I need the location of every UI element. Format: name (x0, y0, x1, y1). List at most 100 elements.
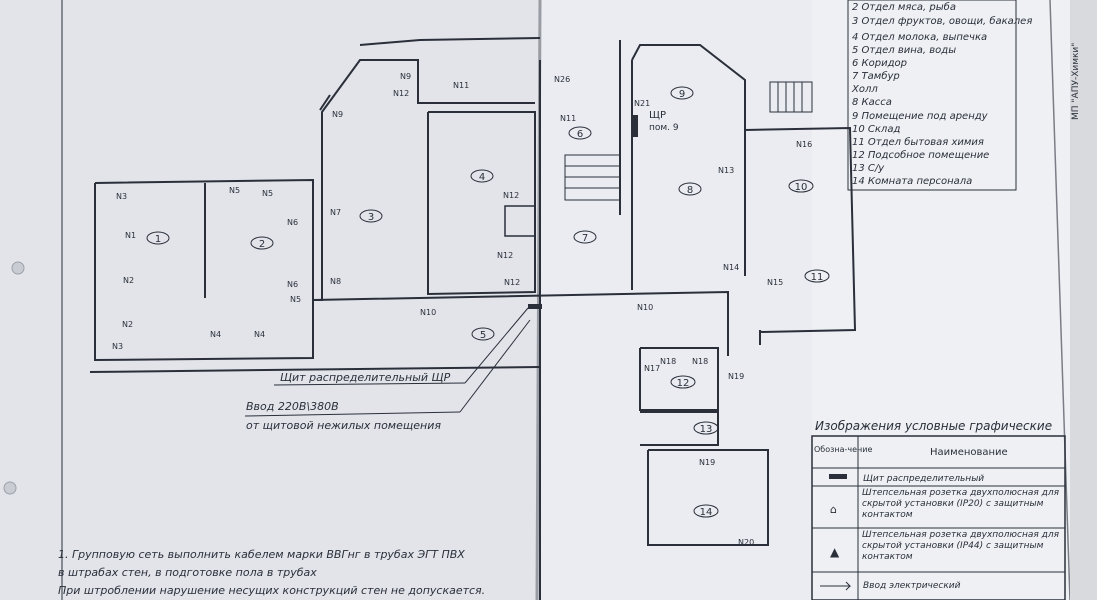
legend-row: 5 Отдел вина, воды (852, 45, 956, 56)
outlet-labels: N1 N2 N2 N3 N3 N4 N4 N5 N5 N5 N6 N6 N7 N… (112, 72, 812, 547)
outlet-label: N20 (738, 538, 754, 547)
symbol-row-name: Ввод электрический (863, 581, 961, 591)
legend-row: 9 Помещение под аренду (852, 111, 989, 122)
legend-row: 2 Отдел мяса, рыба (852, 1, 956, 13)
room-number: 12 (677, 378, 690, 389)
panel-shr-marker (633, 115, 638, 137)
legend-frame (847, 0, 1017, 191)
outlet-label: N2 (122, 320, 133, 329)
room-number: 1 (155, 234, 161, 245)
outlet-label: N19 (728, 372, 744, 381)
plan-walls (89, 37, 857, 600)
outlet-label: N3 (116, 192, 127, 201)
notes: 1. Групповую сеть выполнить кабелем марк… (58, 548, 485, 597)
outlet-label: N10 (420, 308, 436, 317)
frame-line (1049, 0, 1071, 600)
room-number: 13 (700, 424, 713, 435)
outlet-label: N18 (692, 357, 708, 366)
input-arrow-symbol-icon (820, 581, 852, 591)
room-number: 11 (811, 272, 824, 283)
outlet-label: N19 (699, 458, 715, 467)
socket-ip44-symbol-icon: ▲ (830, 545, 840, 559)
outlet-label: N13 (718, 166, 734, 175)
room-number: 10 (795, 182, 808, 193)
legend-row: 7 Тамбур (852, 70, 900, 82)
outlet-label: N17 (644, 364, 660, 373)
outlet-label: N5 (290, 295, 301, 304)
stairs (564, 81, 813, 201)
symbol-row-name: Щит распределительный (863, 474, 984, 484)
outlet-label: N18 (660, 357, 676, 366)
outlet-label: N11 (453, 81, 469, 90)
outlet-label: N5 (229, 186, 240, 195)
socket-ip20-symbol-icon: ⌂ (830, 503, 837, 516)
binder-hole (11, 261, 25, 275)
panel-room-label: пом. 9 (649, 123, 679, 133)
legend-row: 14 Комната персонала (852, 176, 972, 187)
room-number: 7 (582, 233, 588, 244)
room-number: 6 (577, 129, 583, 140)
callout-panel: Щит распределительный ЩР (280, 371, 451, 384)
note-line: При штроблении нарушение несущих констру… (58, 584, 485, 597)
outlet-label: N4 (210, 330, 221, 339)
outlet-label: N3 (112, 342, 123, 351)
callout-input-line-2: от щитовой нежилых помещения (246, 419, 441, 432)
col-symbol-header: Обозна-чение (814, 445, 872, 454)
legend-row: 4 Отдел молока, выпечка (852, 32, 987, 43)
outlet-label: N14 (723, 263, 739, 272)
outlet-label: N12 (503, 191, 519, 200)
room-numbers: 1 2 3 4 5 6 7 8 9 10 11 12 13 14 (146, 86, 830, 518)
outlet-label: N7 (330, 208, 341, 217)
legend-row: Холл (851, 84, 878, 95)
stamp-text: МП "АПУ-Химки" (1071, 43, 1081, 120)
callout-input-line-1: Ввод 220В\380В (246, 400, 339, 413)
room-number: 3 (368, 212, 374, 223)
legend-row: 10 Склад (852, 124, 900, 135)
legend-row: 12 Подсобное помещение (852, 149, 989, 161)
outlet-label: N1 (125, 231, 136, 240)
symbol-row-name: Штепсельная розетка двухполюсная для скр… (862, 530, 1060, 562)
outlet-label: N6 (287, 218, 298, 227)
outlet-label: N9 (400, 72, 411, 81)
panel-label: ЩР (649, 110, 666, 121)
legend-row: 11 Отдел бытовая химия (852, 136, 984, 148)
room-number: 2 (259, 239, 265, 250)
symbols-legend: Изображения условные графические Обозна-… (811, 419, 1066, 600)
callouts: Щит распределительный ЩР Ввод 220В\380В … (244, 307, 531, 432)
legend-row: 6 Коридор (852, 58, 907, 69)
page-edge (1070, 0, 1097, 600)
binder-hole (3, 481, 17, 495)
outlet-label: N10 (637, 303, 653, 312)
panel-marker (528, 304, 542, 309)
left-page (0, 0, 540, 600)
column (504, 205, 536, 237)
room-number: 9 (679, 89, 685, 100)
outlet-label: N16 (796, 140, 812, 149)
outlet-label: N11 (560, 114, 576, 123)
outlet-label: N12 (393, 89, 409, 98)
outlet-label: N6 (287, 280, 298, 289)
room-number: 4 (479, 172, 485, 183)
legend-row: 8 Касса (852, 97, 892, 108)
outlet-label: N26 (554, 75, 570, 84)
outlet-label: N5 (262, 189, 273, 198)
room-legend: 2 Отдел мяса, рыба 3 Отдел фруктов, овощ… (851, 1, 1032, 187)
outlet-label: N12 (497, 251, 513, 260)
outlet-label: N8 (330, 277, 341, 286)
note-line: 1. Групповую сеть выполнить кабелем марк… (58, 548, 465, 561)
note-line: в штрабах стен, в подготовке пола в труб… (58, 566, 317, 579)
room-number: 8 (687, 185, 693, 196)
legend-row: 13 С/у (852, 163, 885, 174)
outlet-label: N2 (123, 276, 134, 285)
symbols-legend-title: Изображения условные графические (815, 419, 1052, 433)
symbol-row-name: Штепсельная розетка двухполюсная для скр… (862, 488, 1060, 520)
room-number: 14 (700, 507, 713, 518)
outlet-label: N4 (254, 330, 265, 339)
panel-symbol-icon (829, 474, 847, 479)
room-number: 5 (480, 330, 486, 341)
right-page-light (812, 0, 1097, 600)
outlet-label: N21 (634, 99, 650, 108)
legend-row: 3 Отдел фруктов, овощи, бакалея (852, 15, 1032, 27)
